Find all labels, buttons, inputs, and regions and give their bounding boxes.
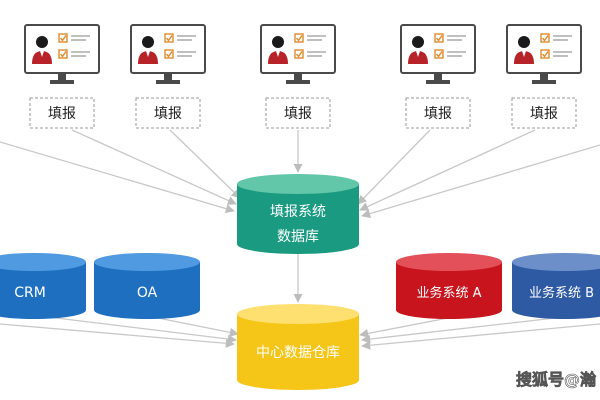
terminal-4: 填报: [400, 24, 476, 129]
business-system-a-database: 业务系统 A: [396, 253, 502, 319]
monitor-form-icon: [506, 24, 582, 85]
arrow-oa-to-warehouse: [147, 315, 239, 337]
monitor-form-icon: [400, 24, 476, 85]
terminal-label: 填报: [48, 106, 76, 122]
crm-label: CRM: [14, 285, 46, 301]
fill-db-label-line2: 数据库: [277, 229, 319, 245]
fill-system-database: 填报系统 数据库: [237, 174, 359, 254]
arrow-system-a-to-warehouse: [359, 317, 449, 338]
arrow-system-b-to-warehouse: [361, 317, 556, 344]
terminal-label: 填报: [424, 106, 452, 122]
arrow-terminal-1-to-fill-db: [71, 129, 237, 205]
arrow-crm-to-warehouse: [39, 315, 237, 344]
central-data-warehouse: 中心数据仓库: [237, 304, 359, 390]
crm-database: CRM: [0, 253, 86, 319]
arrow-edge-left-to-fill-db: [0, 141, 235, 214]
terminal-label: 填报: [530, 106, 558, 122]
fill-db-label-line1: 填报系统: [270, 204, 326, 220]
terminal-label: 填报: [154, 106, 182, 122]
terminal-5: 填报: [506, 24, 582, 129]
monitor-form-icon: [260, 24, 336, 85]
business-system-b-label: 业务系统 B: [529, 285, 594, 301]
arrow-terminal-4-to-fill-db: [357, 129, 431, 205]
oa-label: OA: [137, 285, 158, 301]
monitor-form-icon: [24, 24, 100, 85]
warehouse-label: 中心数据仓库: [256, 345, 340, 361]
watermark-text: 搜狐号@瀚: [516, 370, 596, 389]
business-system-a-label: 业务系统 A: [416, 285, 481, 301]
arrow-terminal-5-to-fill-db: [359, 129, 536, 211]
arrow-edge-right-to-fill-db: [361, 144, 600, 219]
terminal-label: 填报: [284, 106, 312, 122]
oa-database: OA: [94, 253, 200, 319]
terminal-1: 填报: [24, 24, 100, 129]
arrow-edge-right-to-warehouse: [361, 323, 600, 350]
monitor-form-icon: [130, 24, 206, 85]
terminal-3: 填报: [260, 24, 336, 129]
terminal-2: 填报: [130, 24, 206, 129]
arrow-edge-left-to-warehouse: [0, 323, 235, 348]
business-system-b-database: 业务系统 B: [512, 253, 600, 319]
connector-arrows: [0, 129, 600, 350]
arrow-terminal-2-to-fill-db: [169, 129, 241, 199]
